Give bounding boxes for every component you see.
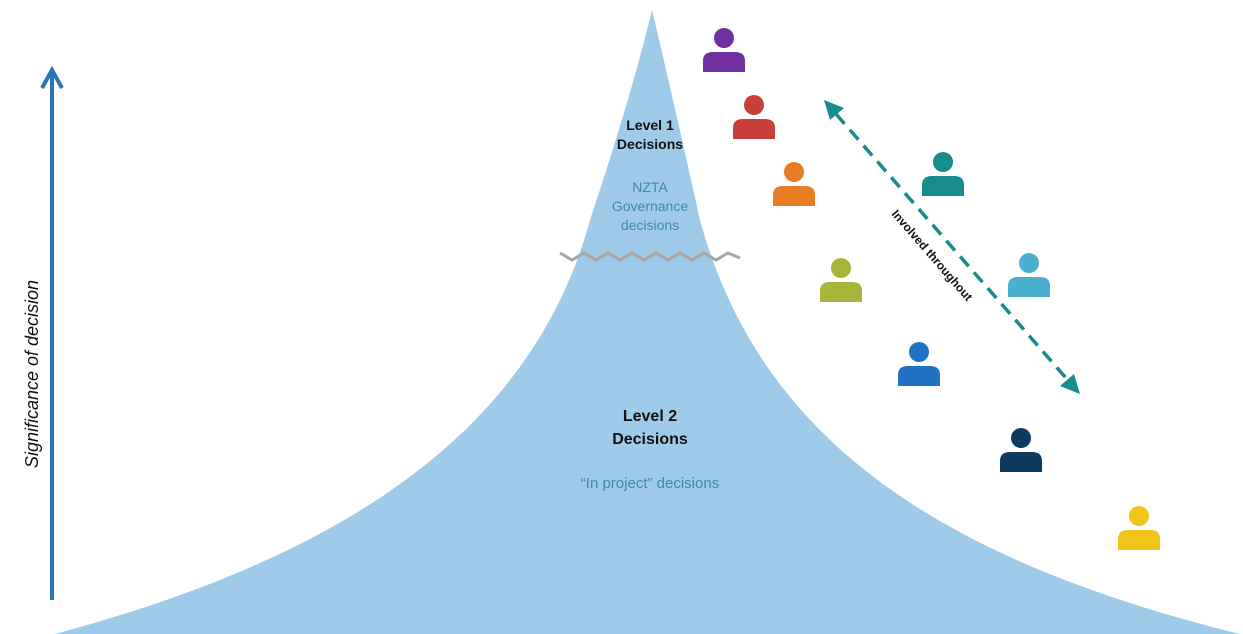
level1-subtitle-line1: NZTA [632,179,668,195]
axis-label: Significance of decision [22,280,42,468]
level-divider [559,251,741,262]
person-icon [898,342,940,386]
level1-subtitle-line2: Governance [612,198,688,214]
involved-throughout-arrow [824,100,1080,394]
person-icon [1118,506,1160,550]
level1-title-line1: Level 1 [626,117,674,133]
level2-subtitle: “In project” decisions [581,475,719,492]
person-icon [922,152,964,196]
person-icon [820,258,862,302]
person-icon [1008,253,1050,297]
involved-throughout-label: Involved throughout [889,207,976,304]
level1-title-line2: Decisions [617,136,683,152]
decision-peak [55,10,1240,634]
person-icon [773,162,815,206]
stakeholder-icons [703,28,1160,550]
person-icon [733,95,775,139]
level1-subtitle-line3: decisions [621,217,679,233]
significance-axis-arrowhead [40,65,64,89]
level2-title-line1: Level 2 [623,408,677,425]
level2-title-line2: Decisions [612,431,688,448]
person-icon [1000,428,1042,472]
person-icon [703,28,745,72]
